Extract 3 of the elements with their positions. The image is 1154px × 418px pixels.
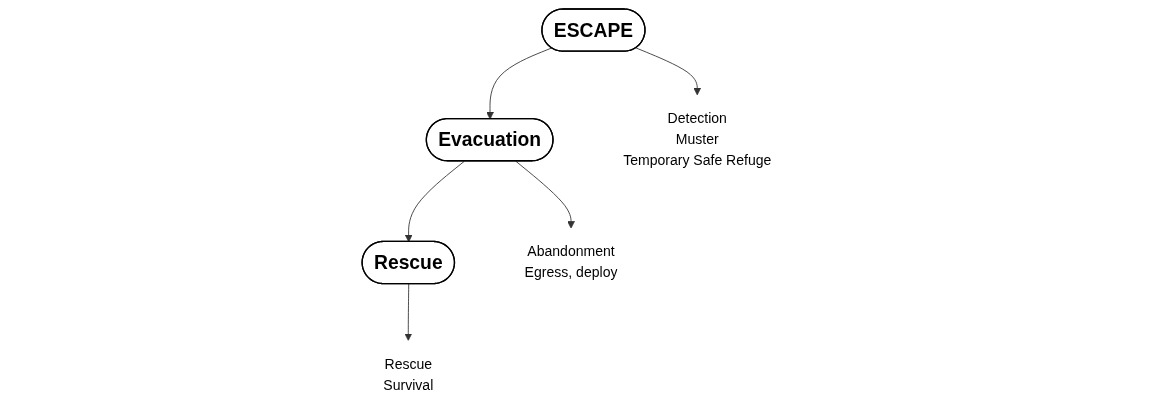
node-text: Abandonment Egress, deploy	[524, 244, 618, 281]
node-text: Detection Muster Temporary Safe Refuge	[622, 110, 772, 168]
node-text: Rescue Survival	[382, 356, 433, 393]
